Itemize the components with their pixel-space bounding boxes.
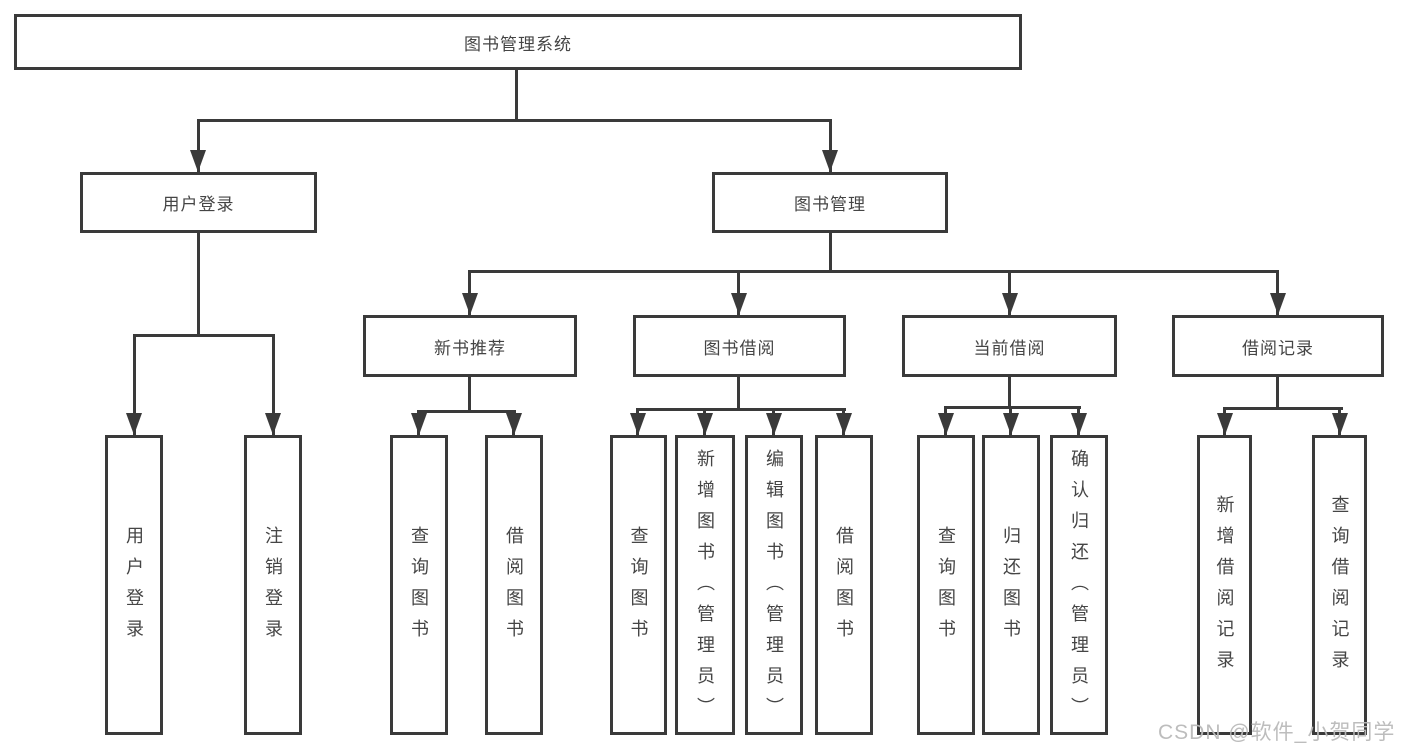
arrow-down-icon <box>938 413 954 435</box>
leaf-logout: 注销登录 <box>244 435 302 735</box>
connector-line <box>468 270 471 315</box>
node-new-book-recommend: 新书推荐 <box>363 315 577 377</box>
connector-line <box>737 270 740 315</box>
node-book-borrow: 图书借阅 <box>633 315 846 377</box>
arrow-down-icon <box>411 413 427 435</box>
connector-line <box>944 406 1081 409</box>
arrow-down-icon <box>766 413 782 435</box>
arrow-down-icon <box>1002 293 1018 315</box>
node-user-login: 用户登录 <box>80 172 317 233</box>
leaf-current-query-book: 查询图书 <box>917 435 975 735</box>
connector-line <box>468 377 471 412</box>
arrow-down-icon <box>836 413 852 435</box>
connector-line <box>197 233 200 336</box>
leaf-current-return-book: 归还图书 <box>982 435 1040 735</box>
csdn-watermark: CSDN @软件_小贺同学 <box>1158 721 1396 744</box>
arrow-down-icon <box>1071 413 1087 435</box>
connector-line <box>197 119 200 172</box>
connector-line <box>1008 270 1011 315</box>
connector-line <box>829 119 832 172</box>
arrow-down-icon <box>126 413 142 435</box>
node-book-management: 图书管理 <box>712 172 948 233</box>
connector-line <box>133 334 136 435</box>
connector-line <box>1276 270 1279 315</box>
leaf-newbook-borrow-book: 借阅图书 <box>485 435 543 735</box>
node-current-borrow: 当前借阅 <box>902 315 1117 377</box>
leaf-records-add-record: 新增借阅记录 <box>1197 435 1252 735</box>
leaf-borrow-borrow-book: 借阅图书 <box>815 435 873 735</box>
leaf-current-confirm-return-admin: 确认归还（管理员） <box>1050 435 1108 735</box>
leaf-newbook-query-book: 查询图书 <box>390 435 448 735</box>
connector-line <box>636 408 846 411</box>
arrow-down-icon <box>731 293 747 315</box>
connector-line <box>133 334 275 337</box>
node-root: 图书管理系统 <box>14 14 1022 70</box>
connector-line <box>1008 377 1011 408</box>
connector-line <box>829 233 832 272</box>
connector-line <box>468 270 1279 273</box>
leaf-records-query-record: 查询借阅记录 <box>1312 435 1367 735</box>
arrow-down-icon <box>630 413 646 435</box>
connector-line <box>1276 377 1279 409</box>
connector-line <box>272 334 275 435</box>
node-borrow-records: 借阅记录 <box>1172 315 1384 377</box>
arrow-down-icon <box>697 413 713 435</box>
arrow-down-icon <box>265 413 281 435</box>
arrow-down-icon <box>1003 413 1019 435</box>
connector-line <box>417 410 516 413</box>
arrow-down-icon <box>1217 413 1233 435</box>
connector-line <box>515 70 518 120</box>
arrow-down-icon <box>1270 293 1286 315</box>
leaf-user-login: 用户登录 <box>105 435 163 735</box>
arrow-down-icon <box>462 293 478 315</box>
arrow-down-icon <box>822 150 838 172</box>
leaf-borrow-query-book: 查询图书 <box>610 435 667 735</box>
arrow-down-icon <box>506 413 522 435</box>
connector-line <box>1223 407 1343 410</box>
connector-line <box>737 377 740 410</box>
arrow-down-icon <box>190 150 206 172</box>
arrow-down-icon <box>1332 413 1348 435</box>
connector-line <box>197 119 832 122</box>
leaf-borrow-add-book-admin: 新增图书（管理员） <box>675 435 735 735</box>
leaf-borrow-edit-book-admin: 编辑图书（管理员） <box>745 435 803 735</box>
